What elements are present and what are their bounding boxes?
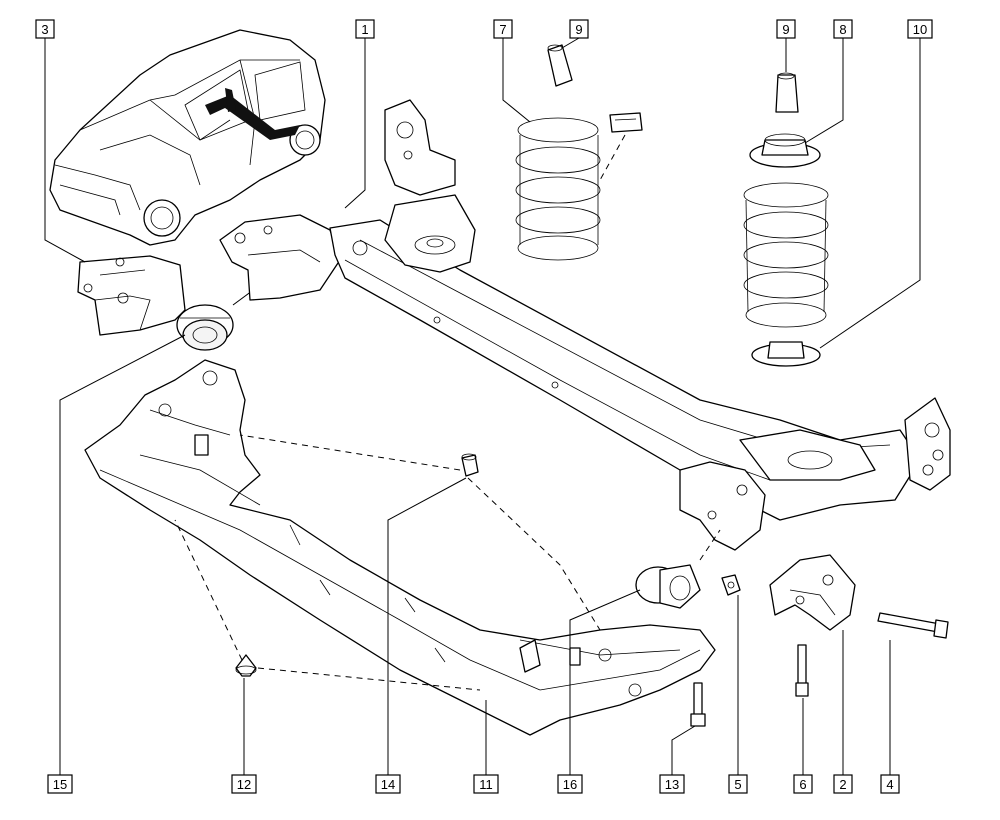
callout-label: 9 [575,22,582,37]
callout-12: 12 [231,774,257,794]
callout-11: 11 [473,774,499,794]
callout-2: 2 [833,774,853,794]
callout-14: 14 [375,774,401,794]
bushing-part-16 [635,564,701,609]
callout-4: 4 [880,774,900,794]
nut-part-14 [461,453,479,477]
callout-5: 5 [728,774,748,794]
bump-stop-part-9a [547,44,573,87]
callout-7: 7 [493,19,513,39]
callout-label: 10 [913,22,927,37]
axle-beam-part-1 [219,99,951,551]
callout-label: 1 [361,22,368,37]
callout-label: 2 [839,777,846,792]
callout-label: 5 [734,777,741,792]
callout-label: 7 [499,22,506,37]
spring-seat-part-8 [749,133,821,168]
callout-label: 9 [782,22,789,37]
callout-label: 11 [479,777,493,792]
callout-label: 14 [381,777,395,792]
callout-label: 3 [41,22,48,37]
bump-stop-part-9b [775,72,799,113]
bolt-part-6 [795,644,809,697]
callout-label: 13 [665,777,679,792]
bolt-part-4 [877,612,949,639]
bushing-part-15 [176,304,234,351]
callout-9b: 9 [776,19,796,39]
shield-part-11 [84,359,716,736]
callout-label: 8 [839,22,846,37]
callout-label: 4 [886,777,893,792]
bracket-part-2 [769,554,856,631]
callout-label: 6 [799,777,806,792]
bracket-part-3 [77,255,186,336]
callout-13: 13 [659,774,685,794]
spring-part-7 [515,117,601,261]
spring-part-10 [743,182,829,367]
label-tag [609,112,643,133]
bolt-part-13 [690,682,706,727]
vehicle-thumbnail [49,29,326,246]
callout-16: 16 [557,774,583,794]
leader-1 [344,38,366,209]
callout-6: 6 [793,774,813,794]
callout-9a: 9 [569,19,589,39]
callout-10: 10 [907,19,933,39]
callout-3: 3 [35,19,55,39]
clip-part-12 [235,654,257,677]
callout-label: 16 [563,777,577,792]
callout-1: 1 [355,19,375,39]
callout-15: 15 [47,774,73,794]
nut-part-5 [721,574,741,596]
callout-8: 8 [833,19,853,39]
callout-label: 15 [53,777,67,792]
callout-label: 12 [237,777,251,792]
